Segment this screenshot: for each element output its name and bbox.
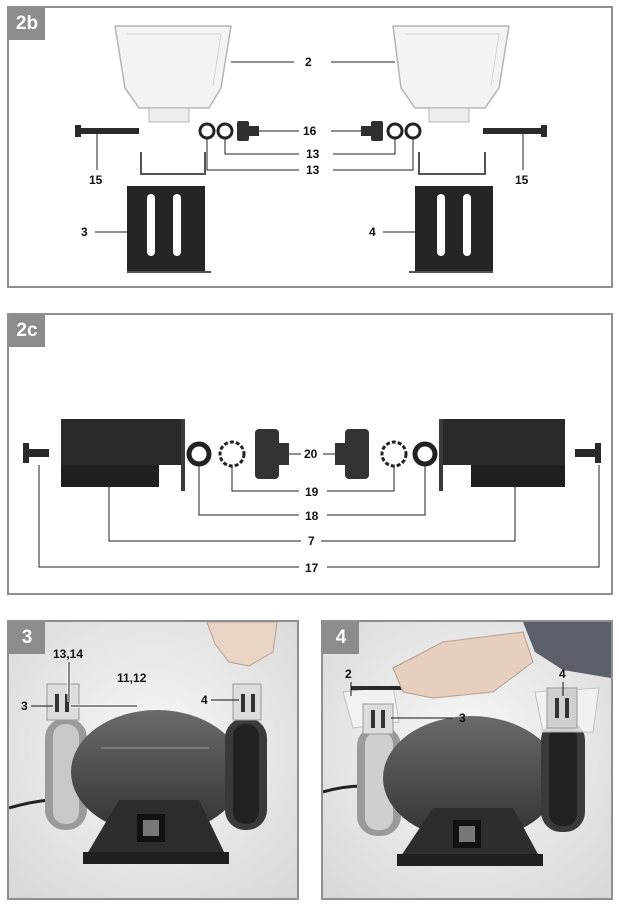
panel-tag-3: 3 <box>9 622 45 654</box>
label-3: 3 <box>21 699 28 713</box>
washer-18-left <box>186 441 212 467</box>
label-2: 2 <box>345 667 352 681</box>
photo-4-grinder <box>323 622 611 898</box>
label-11-12: 11,12 <box>117 671 147 685</box>
label-3: 3 <box>81 225 88 239</box>
photo-3-grinder <box>9 622 297 898</box>
tool-rest-right <box>439 419 565 491</box>
label-15-right: 15 <box>515 173 529 187</box>
bolt-17-left <box>23 443 49 463</box>
washers-left <box>198 122 234 140</box>
label-4: 4 <box>369 225 376 239</box>
label-7: 7 <box>308 534 315 548</box>
base <box>397 808 543 866</box>
washer-18-right <box>412 441 438 467</box>
knob-left <box>237 121 259 141</box>
knob-right <box>361 121 383 141</box>
bracket-4 <box>232 683 262 721</box>
lock-washer-19-left <box>218 440 246 468</box>
diagram-2c: 20 19 18 7 17 <box>23 419 601 575</box>
eye-shield-right <box>392 25 510 123</box>
label-4: 4 <box>201 693 208 707</box>
bracket-4 <box>546 687 578 729</box>
knob-20-left <box>255 429 289 479</box>
bracket-3 <box>46 683 80 721</box>
figure-panel-2b: 2b 2 <box>7 6 613 288</box>
label-16: 16 <box>303 124 317 138</box>
figure-panel-3: 3 13,14 11,12 3 4 <box>7 620 299 900</box>
diagram-2b: 2 16 13 <box>75 25 547 273</box>
eye-shield-left <box>114 25 232 123</box>
label-13-14: 13,14 <box>53 647 83 661</box>
grinding-wheel-left <box>45 718 87 830</box>
screw <box>351 686 407 690</box>
bolt-left <box>75 125 139 137</box>
bracket-3 <box>362 703 394 735</box>
bolt-right <box>483 125 547 137</box>
tool-rest-left <box>61 419 185 491</box>
label-20: 20 <box>304 447 318 461</box>
hand <box>392 631 534 699</box>
panel-tag-2c: 2c <box>9 315 45 347</box>
label-17: 17 <box>305 561 319 575</box>
grinding-wheel-right <box>225 718 267 830</box>
label-4: 4 <box>559 667 566 681</box>
label-13-upper: 13 <box>306 147 320 161</box>
sleeve <box>523 622 611 678</box>
panel-tag-2b: 2b <box>9 8 45 40</box>
figure-panel-2c: 2c <box>7 313 613 595</box>
base <box>83 800 229 864</box>
knob-20-right <box>335 429 369 479</box>
label-19: 19 <box>305 485 319 499</box>
label-13-lower: 13 <box>306 163 320 177</box>
figure-panel-4: 4 2 3 4 <box>321 620 613 900</box>
bracket-left <box>127 152 211 273</box>
grinding-wheel-left <box>357 726 401 836</box>
label-15-left: 15 <box>89 173 103 187</box>
photo-3-callouts: 13,14 11,12 3 4 <box>21 647 239 713</box>
panel-tag-4: 4 <box>323 622 359 654</box>
bolt-17-right <box>575 443 601 463</box>
label-18: 18 <box>305 509 319 523</box>
lock-washer-19-right <box>380 440 408 468</box>
hand <box>206 622 278 667</box>
bracket-right <box>409 152 493 273</box>
motor-housing <box>383 716 559 840</box>
label-3: 3 <box>459 711 466 725</box>
label-2: 2 <box>305 55 312 69</box>
photo-4-callouts: 2 3 4 <box>345 667 566 725</box>
grinding-wheel-right <box>541 720 585 832</box>
washers-right <box>386 122 422 140</box>
